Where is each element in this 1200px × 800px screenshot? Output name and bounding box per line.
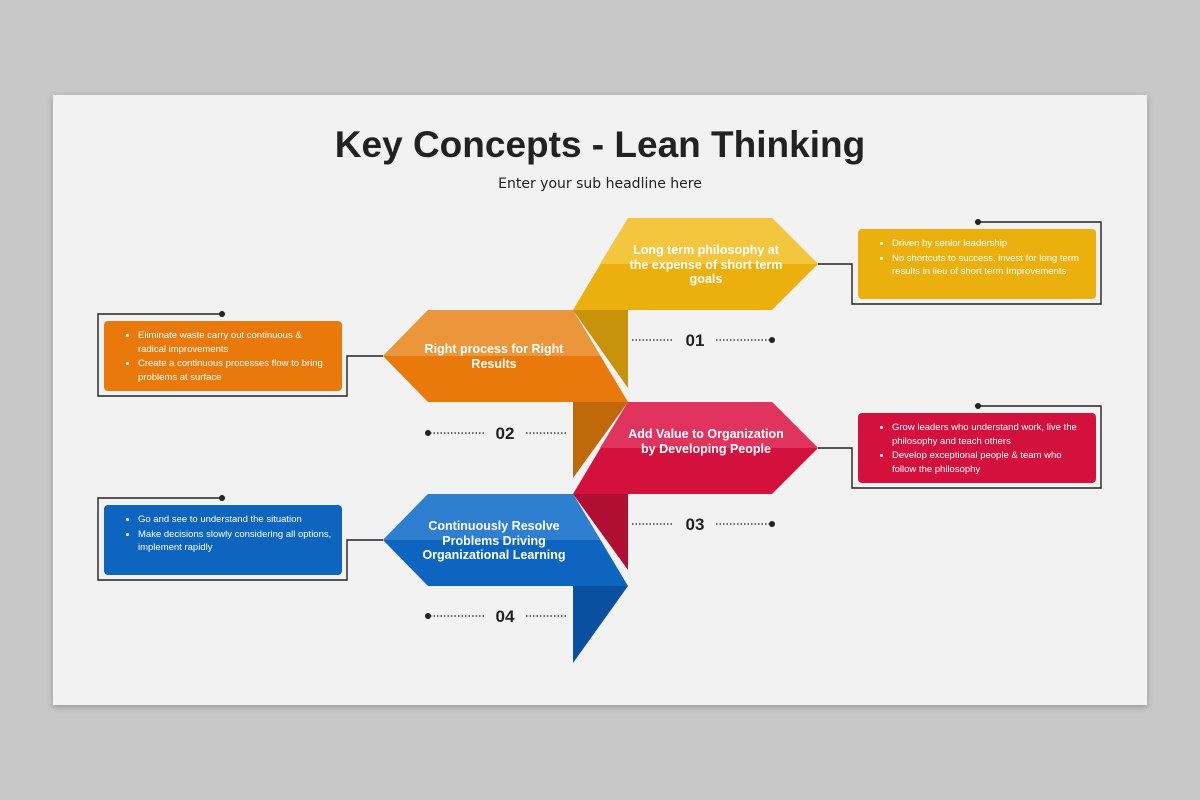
item-03-bullet-2: Develop exceptional people & team who fo… [892, 449, 1086, 476]
item-02-graphic [97, 310, 628, 478]
item-02-connector-dot [219, 311, 225, 317]
item-04-connector-dot [219, 495, 225, 501]
item-01-fold [573, 310, 628, 388]
item-02-description-box: Eliminate waste carry out continuous & r… [104, 321, 342, 391]
item-03-connector [818, 405, 1102, 489]
item-04-graphic [97, 494, 628, 663]
item-04-connector [97, 497, 383, 581]
item-03-dot-right [769, 521, 775, 527]
page-subtitle: Enter your sub headline here [498, 176, 702, 192]
item-02-fold [573, 402, 628, 478]
item-02-dot-left [425, 430, 431, 436]
item-01-description-box: Driven by senior leadership No shortcuts… [858, 229, 1096, 299]
item-02-connector [97, 313, 383, 397]
item-02-bullet-2: Create a continuous processes flow to br… [138, 357, 332, 384]
item-03-graphic [573, 402, 1102, 570]
item-04-arrow-highlight [383, 494, 600, 540]
page-title: Key Concepts - Lean Thinking [334, 124, 866, 165]
item-01-connector-dot [975, 219, 981, 225]
item-01-bullet-1: Driven by senior leadership [892, 237, 1086, 251]
item-04-fold [573, 586, 628, 663]
item-04-label: Continuously Resolve Problems Driving Or… [422, 519, 566, 562]
item-01-number: 01 [685, 331, 705, 350]
item-02-label: Right process for Right Results [424, 342, 564, 371]
item-01-label: Long term philosophy at the expense of s… [629, 243, 783, 286]
item-03-arrow-highlight [600, 402, 818, 448]
item-04-dot-left [425, 613, 431, 619]
item-04-number: 04 [495, 607, 515, 626]
item-01-dot-right [769, 337, 775, 343]
item-02-bullet-1: Eliminate waste carry out continuous & r… [138, 329, 332, 356]
item-03-bullet-1: Grow leaders who understand work, live t… [892, 421, 1086, 448]
item-03-description-box: Grow leaders who understand work, live t… [858, 413, 1096, 483]
item-03-label: Add Value to Organization by Developing … [628, 427, 784, 456]
item-03-number: 03 [685, 515, 705, 534]
item-04-bullet-2: Make decisions slowly considering all op… [138, 528, 332, 555]
item-01-arrow-highlight [600, 218, 818, 264]
item-01-graphic [573, 218, 1102, 388]
item-02-arrow-highlight [383, 310, 600, 356]
item-01-connector [818, 221, 1102, 305]
item-04-description-box: Go and see to understand the situation M… [104, 505, 342, 575]
item-02-number: 02 [495, 424, 515, 443]
item-03-connector-dot [975, 403, 981, 409]
item-01-bullet-2: No shortcuts to success, invest for long… [892, 252, 1086, 279]
item-03-fold [573, 494, 628, 570]
item-04-bullet-1: Go and see to understand the situation [138, 513, 332, 527]
